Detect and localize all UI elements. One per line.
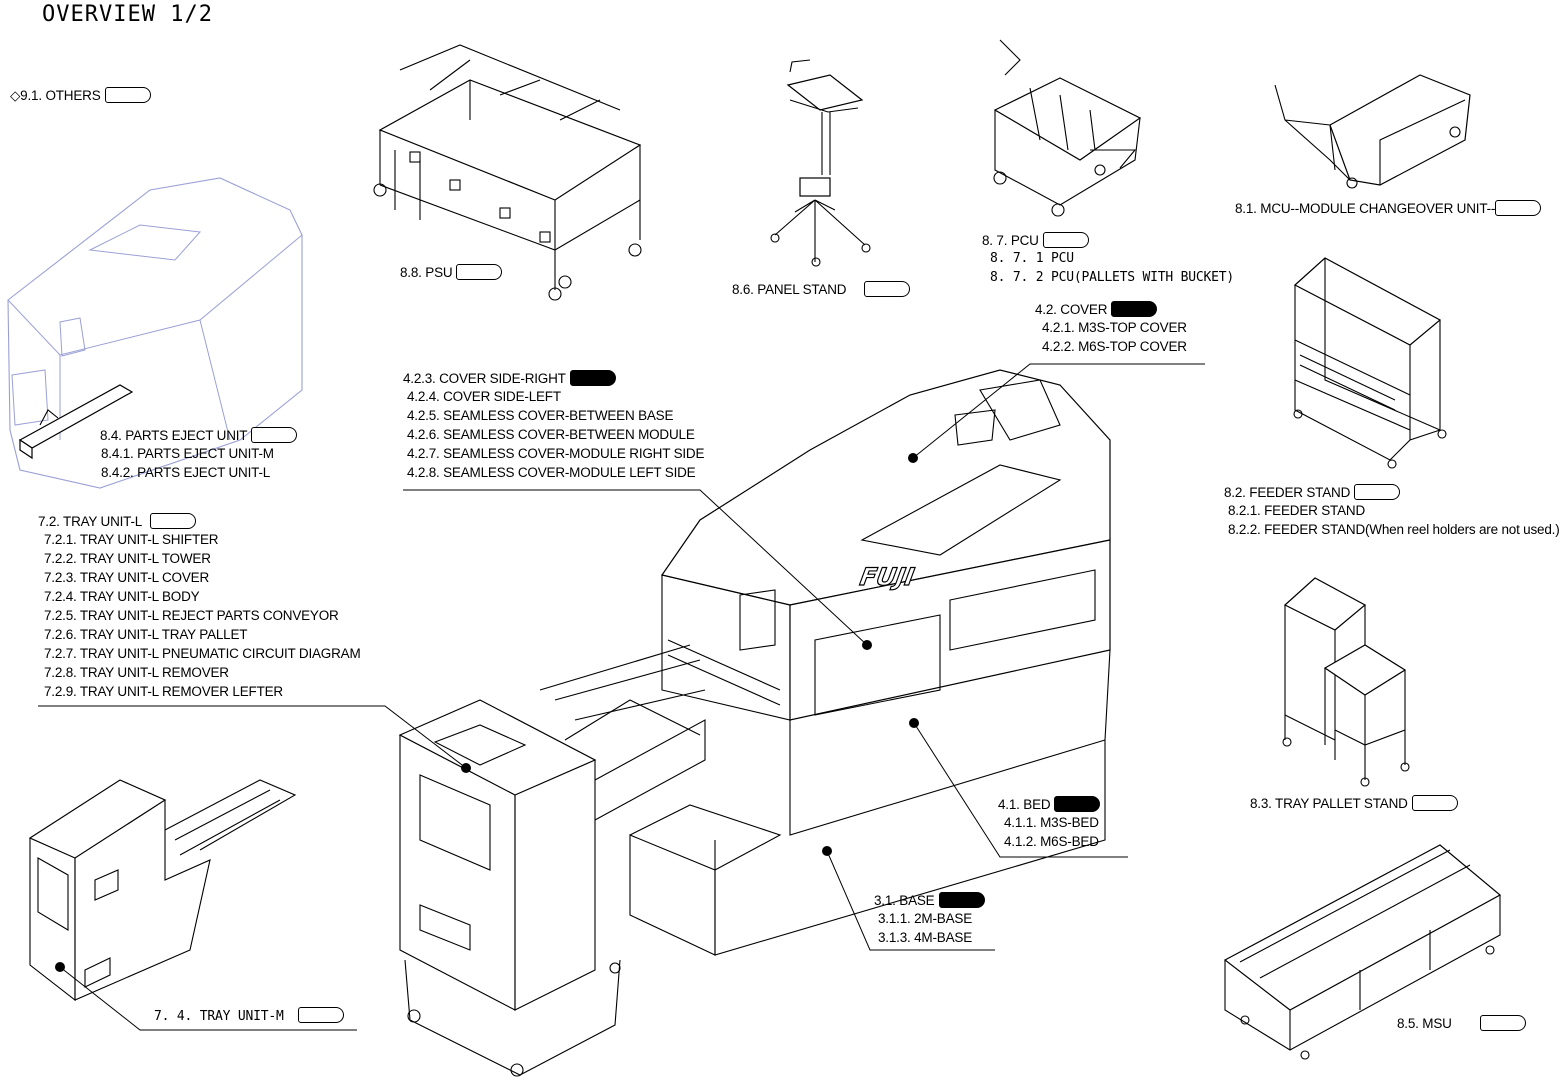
tray-unit-l-head: 7.2. TRAY UNIT-L <box>38 514 143 529</box>
label-pcu-1[interactable]: 8. 7. 1 PCU <box>990 251 1074 266</box>
tray-unit-m-drawing <box>28 779 297 1002</box>
label-tray-unit-l-3[interactable]: 7.2.3. TRAY UNIT-L COVER <box>44 570 210 585</box>
label-tray-unit-l-9[interactable]: 7.2.9. TRAY UNIT-L REMOVER LEFTER <box>44 684 283 699</box>
label-feeder-stand[interactable]: 8.2. FEEDER STAND <box>1224 484 1401 501</box>
others-head: ◇9.1. OTHERS <box>10 88 101 103</box>
main-machine-drawing <box>539 369 1111 956</box>
page-ref-chip <box>1411 795 1458 811</box>
page-ref-chip <box>1495 200 1542 216</box>
tray-pallet-stand-head: 8.3. TRAY PALLET STAND <box>1250 796 1408 811</box>
cover-head: 4.2. COVER <box>1035 302 1108 317</box>
mcu-drawing <box>1274 74 1471 189</box>
psu-head: 8.8. PSU <box>400 265 453 280</box>
pcu-head: 8. 7. PCU <box>982 233 1039 248</box>
psu-drawing <box>373 44 642 301</box>
label-msu[interactable]: 8.5. MSU <box>1397 1015 1526 1032</box>
label-tray-unit-m[interactable]: 7. 4. TRAY UNIT-M <box>154 1007 344 1025</box>
label-parts-eject-m[interactable]: 8.4.1. PARTS EJECT UNIT-M <box>101 446 274 461</box>
fuji-logo: FUJI <box>857 563 917 592</box>
label-base-1[interactable]: 3.1.1. 2M-BASE <box>878 911 972 926</box>
page-ref-chip <box>104 87 151 103</box>
page-ref-chip <box>938 892 985 908</box>
bed-head: 4.1. BED <box>998 797 1051 812</box>
page-ref-chip <box>297 1007 344 1023</box>
label-panel-stand[interactable]: 8.6. PANEL STAND <box>732 281 911 298</box>
label-tray-unit-l-7[interactable]: 7.2.7. TRAY UNIT-L PNEUMATIC CIRCUIT DIA… <box>44 646 361 661</box>
label-tray-unit-l[interactable]: 7.2. TRAY UNIT-L <box>38 513 197 530</box>
label-others[interactable]: ◇9.1. OTHERS <box>10 87 151 104</box>
page-ref-chip <box>1354 484 1401 500</box>
label-pcu-2[interactable]: 8. 7. 2 PCU(PALLETS WITH BUCKET) <box>990 270 1235 285</box>
msu-head: 8.5. MSU <box>1397 1016 1452 1031</box>
tray-unit-l-drawing <box>398 699 706 1077</box>
label-cover-side-8[interactable]: 4.2.8. SEAMLESS COVER-MODULE LEFT SIDE <box>407 465 696 480</box>
panel-stand-drawing <box>770 59 871 267</box>
label-cover-side-6[interactable]: 4.2.6. SEAMLESS COVER-BETWEEN MODULE <box>407 427 695 442</box>
parts-eject-unit-drawing <box>18 384 134 460</box>
page-title: OVERVIEW 1/2 <box>42 2 213 27</box>
page-ref-chip <box>569 370 616 386</box>
label-feeder-stand-2[interactable]: 8.2.2. FEEDER STAND(When reel holders ar… <box>1228 522 1560 537</box>
msu-drawing <box>1223 844 1502 1060</box>
label-parts-eject-unit[interactable]: 8.4. PARTS EJECT UNIT <box>100 427 298 444</box>
label-tray-unit-l-8[interactable]: 7.2.8. TRAY UNIT-L REMOVER <box>44 665 229 680</box>
tray-unit-m-head: 7. 4. TRAY UNIT-M <box>154 1009 284 1024</box>
leader-lines <box>38 363 1205 1031</box>
cover-side-head: 4.2.3. COVER SIDE-RIGHT <box>403 371 566 386</box>
label-base[interactable]: 3.1. BASE <box>874 892 985 909</box>
tray-pallet-stand-drawing <box>1282 577 1410 787</box>
label-tray-unit-l-6[interactable]: 7.2.6. TRAY UNIT-L TRAY PALLET <box>44 627 248 642</box>
label-cover-side-5[interactable]: 4.2.5. SEAMLESS COVER-BETWEEN BASE <box>407 408 674 423</box>
mcu-head: 8.1. MCU--MODULE CHANGEOVER UNIT-- <box>1235 201 1496 216</box>
label-cover-1[interactable]: 4.2.1. M3S-TOP COVER <box>1042 320 1187 335</box>
label-cover-side-right[interactable]: 4.2.3. COVER SIDE-RIGHT <box>403 370 616 387</box>
label-cover-side-4[interactable]: 4.2.4. COVER SIDE-LEFT <box>407 389 561 404</box>
label-cover-2[interactable]: 4.2.2. M6S-TOP COVER <box>1042 339 1187 354</box>
pcu-drawing <box>993 39 1142 217</box>
feeder-stand-head: 8.2. FEEDER STAND <box>1224 485 1351 500</box>
label-base-2[interactable]: 3.1.3. 4M-BASE <box>878 930 972 945</box>
svg-text:FUJI: FUJI <box>858 563 917 591</box>
label-cover[interactable]: 4.2. COVER <box>1035 301 1158 318</box>
page-ref-chip <box>456 264 503 280</box>
page-ref-chip <box>1479 1015 1526 1031</box>
label-tray-unit-l-2[interactable]: 7.2.2. TRAY UNIT-L TOWER <box>44 551 211 566</box>
label-tray-unit-l-5[interactable]: 7.2.5. TRAY UNIT-L REJECT PARTS CONVEYOR <box>44 608 339 623</box>
page-ref-chip <box>864 281 911 297</box>
parts-eject-head: 8.4. PARTS EJECT UNIT <box>100 428 248 443</box>
label-parts-eject-l[interactable]: 8.4.2. PARTS EJECT UNIT-L <box>101 465 271 480</box>
page-ref-chip <box>1054 796 1101 812</box>
label-bed[interactable]: 4.1. BED <box>998 796 1101 813</box>
label-pcu[interactable]: 8. 7. PCU <box>982 232 1089 249</box>
label-bed-2[interactable]: 4.1.2. M6S-BED <box>1004 834 1099 849</box>
label-tray-unit-l-1[interactable]: 7.2.1. TRAY UNIT-L SHIFTER <box>44 532 219 547</box>
feeder-stand-drawing <box>1293 257 1447 469</box>
base-head: 3.1. BASE <box>874 893 935 908</box>
label-tray-pallet-stand[interactable]: 8.3. TRAY PALLET STAND <box>1250 795 1458 812</box>
label-cover-side-7[interactable]: 4.2.7. SEAMLESS COVER-MODULE RIGHT SIDE <box>407 446 705 461</box>
label-psu[interactable]: 8.8. PSU <box>400 264 503 281</box>
label-bed-1[interactable]: 4.1.1. M3S-BED <box>1004 815 1099 830</box>
page-ref-chip <box>150 513 197 529</box>
label-tray-unit-l-4[interactable]: 7.2.4. TRAY UNIT-L BODY <box>44 589 200 604</box>
page-ref-chip <box>1111 301 1158 317</box>
page-ref-chip <box>1042 232 1089 248</box>
panel-stand-head: 8.6. PANEL STAND <box>732 282 847 297</box>
page-ref-chip <box>251 427 298 443</box>
label-feeder-stand-1[interactable]: 8.2.1. FEEDER STAND <box>1228 503 1365 518</box>
label-mcu[interactable]: 8.1. MCU--MODULE CHANGEOVER UNIT-- <box>1235 200 1542 217</box>
